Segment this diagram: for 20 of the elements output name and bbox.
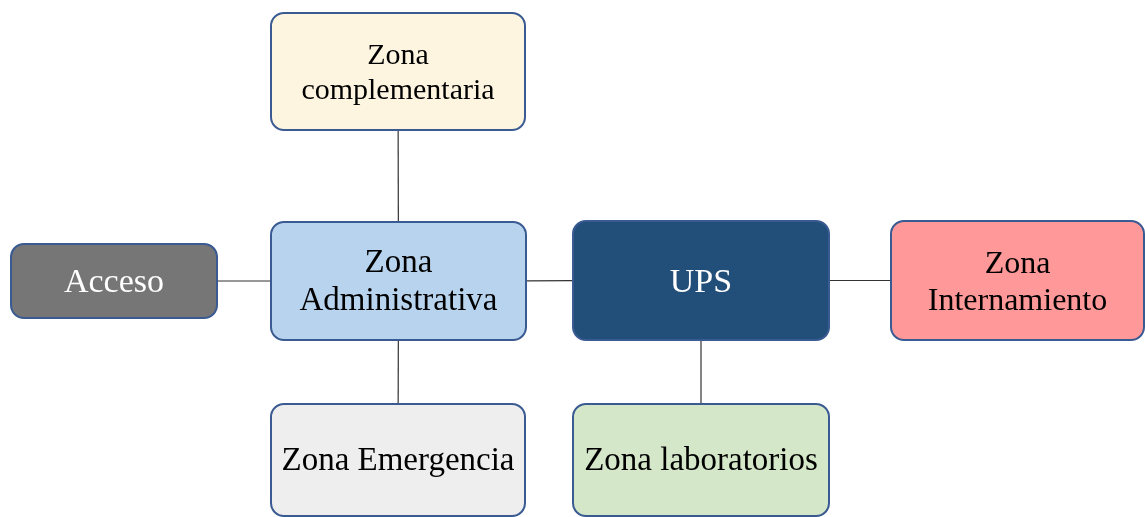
connector-line xyxy=(829,279,891,282)
zone-label: Zona Internamiento xyxy=(926,243,1109,318)
zone-box xyxy=(270,403,526,517)
zone-label: UPS xyxy=(669,260,733,301)
zone-box xyxy=(572,220,830,341)
zone-box xyxy=(10,243,218,319)
connector-line xyxy=(700,340,702,404)
zone-box xyxy=(270,12,526,131)
connector-line xyxy=(526,280,573,282)
zone-box xyxy=(270,221,527,341)
connector-line xyxy=(217,280,271,282)
zone-label: Acceso xyxy=(63,261,165,301)
zone-label: Zona Administrativa xyxy=(298,243,499,319)
zone-label: Zona Emergencia xyxy=(281,441,515,479)
zone-label: Zona complementaria xyxy=(300,37,496,106)
zone-label: Zona laboratorios xyxy=(584,441,818,479)
connector-line xyxy=(397,340,399,404)
zone-box xyxy=(890,220,1145,341)
zone-box xyxy=(572,403,830,517)
connector-line xyxy=(397,130,399,222)
